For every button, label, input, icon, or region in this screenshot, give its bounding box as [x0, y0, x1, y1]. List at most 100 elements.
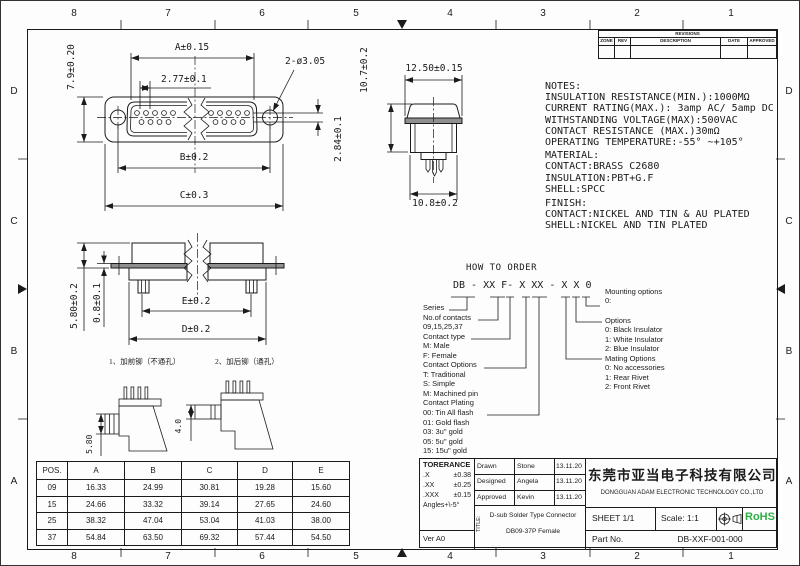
- mating-option-item: 2: Front Rivet: [605, 382, 651, 392]
- order-legend-line: 00: Tin All flash: [423, 408, 474, 418]
- sign-role: Drawn: [477, 463, 497, 470]
- material-line: INSULATION:PBT+G.F: [545, 172, 654, 184]
- grid-row-label: A: [785, 476, 793, 487]
- drawing-scale: Scale: 1:1: [661, 513, 699, 523]
- sign-name: Kevin: [517, 494, 535, 501]
- order-legend-line: T: Traditional: [423, 369, 466, 379]
- mounting-options-title: Mounting options: [605, 287, 663, 296]
- material-line: SHELL:SPCC: [545, 183, 606, 195]
- tolerance-value: ±0.25: [453, 482, 471, 489]
- grid-col-label: 7: [165, 8, 171, 19]
- sign-name: Angela: [517, 478, 539, 485]
- table-cell: 24.66: [67, 495, 125, 513]
- mating-options-title: Mating Options: [605, 354, 656, 363]
- profile-view-drawing: [77, 233, 285, 345]
- notes-title: NOTES:: [545, 81, 582, 92]
- table-cell: 38.00: [292, 512, 350, 530]
- table-cell: 54.84: [67, 528, 125, 546]
- material-title: MATERIAL:: [545, 150, 600, 162]
- order-legend-line: S: Simple: [423, 379, 456, 389]
- table-cell: 69.32: [181, 528, 238, 546]
- order-legend-line: M: Male: [423, 341, 450, 351]
- dim-label-side-height: 10.7±0.2: [359, 47, 371, 93]
- title-block: TORERANCE .X ±0.38 .XX ±0.25 .XXX ±0.15 …: [419, 458, 778, 549]
- grid-col-label: 6: [259, 8, 265, 19]
- grid-col-label: 3: [540, 551, 546, 562]
- drawing-title-line1: D-sub Solder Type Connector: [489, 512, 577, 519]
- dim-label-c: C±0.3: [179, 190, 209, 201]
- note-line: WITHSTANDING VOLTAGE(MAX):500VAC: [545, 114, 738, 126]
- note-line: CONTACT RESISTANCE (MAX.)30mΩ: [545, 125, 720, 137]
- grid-col-label: 6: [259, 551, 265, 562]
- mounting-option-item: 0:: [605, 296, 612, 306]
- dim-label-holes: 2-ø3.05: [285, 56, 326, 67]
- grid-col-label: 5: [353, 8, 359, 19]
- rivet-detail-drawings: [96, 380, 274, 456]
- option-item: 1: White Insulator: [605, 334, 664, 344]
- dim-label-pitch: 2.77±0.1: [161, 74, 207, 85]
- projection-symbol-icon: [718, 512, 742, 526]
- table-header-cell: B: [124, 461, 182, 480]
- order-code: DB - XX F- X XX - X X 0: [453, 280, 592, 291]
- grid-col-label: 2: [634, 551, 640, 562]
- order-legend-line: No.of contacts: [423, 312, 471, 322]
- tolerance-label: .X: [423, 472, 430, 479]
- dim-label-detail-right: 4.0: [173, 418, 183, 434]
- finish-title: FINISH:: [545, 198, 588, 210]
- table-header-cell: POS.: [36, 461, 68, 480]
- table-cell: 39.14: [181, 495, 238, 513]
- revision-col-header: DESCRIPTION: [631, 38, 721, 45]
- option-item: 2: Blue Insulator: [605, 344, 660, 354]
- dim-label-row-offset: 2.84±0.1: [333, 116, 345, 162]
- notes-block: NOTES: INSULATION RESISTANCE(MIN.):1000M…: [545, 81, 774, 232]
- grid-col-label: 4: [447, 8, 453, 19]
- table-cell: 57.44: [237, 528, 293, 546]
- rohs-badge: RoHS: [745, 511, 775, 523]
- front-view-drawing: [77, 53, 323, 211]
- grid-row-label: A: [10, 476, 18, 487]
- table-cell: 30.81: [181, 479, 238, 497]
- tolerance-value: ±0.38: [453, 472, 471, 479]
- table-header-cell: A: [67, 461, 125, 480]
- table-cell: 09: [36, 479, 68, 497]
- table-cell: 19.28: [237, 479, 293, 497]
- order-legend-line: Contact Plating: [423, 398, 474, 408]
- grid-col-label: 8: [71, 551, 77, 562]
- table-cell: 24.60: [292, 495, 350, 513]
- order-legend-line: 15: 15u" gold: [423, 446, 467, 456]
- table-cell: 63.50: [124, 528, 182, 546]
- drawing-title-line2: DB09-37P Female: [505, 528, 561, 535]
- dim-label-flange-thk: 0.8±0.1: [92, 282, 104, 324]
- dim-label-body: 10.8±0.2: [412, 198, 458, 209]
- finish-line: CONTACT:NICKEL AND TIN & AU PLATED: [545, 209, 750, 221]
- mounting-options-group: Mounting options 0:: [605, 287, 662, 306]
- dim-label-flange: 12.50±0.15: [405, 63, 463, 74]
- part-number-label: Part No.: [592, 534, 624, 544]
- revision-col-header: ZONE: [599, 38, 615, 45]
- sign-name: Stone: [517, 463, 535, 470]
- order-legend-line: 03: 3u" gold: [423, 427, 463, 437]
- grid-col-label: 2: [634, 8, 640, 19]
- order-legend-line: F: Female: [423, 350, 457, 360]
- order-code-legend: Series No.of contacts 09,15,25,37 Contac…: [423, 303, 478, 456]
- revision-table-title: REVISIONS: [675, 31, 700, 36]
- table-row: 09 16.33 24.99 30.81 19.28 15.60: [36, 479, 350, 497]
- finish-line: SHELL:NICKEL AND TIN PLATED: [545, 220, 708, 232]
- mating-option-item: 1: Rear Rivet: [605, 372, 649, 382]
- grid-col-label: 4: [447, 551, 453, 562]
- note-line: INSULATION RESISTANCE(MIN.):1000MΩ: [545, 92, 750, 104]
- table-cell: 47.04: [124, 512, 182, 530]
- dim-label-e: E±0.2: [181, 296, 211, 307]
- tolerance-angles: Angles+\-5°: [423, 502, 460, 509]
- option-item: 0: Black Insulator: [605, 325, 663, 335]
- grid-row-label: D: [785, 86, 793, 97]
- table-cell: 15: [36, 495, 68, 513]
- order-legend-line: 09,15,25,37: [423, 322, 463, 332]
- grid-row-label: C: [785, 216, 793, 227]
- dim-label-a: A±0.15: [174, 42, 210, 53]
- margin-ticks: [18, 20, 785, 557]
- grid-col-label: 5: [353, 551, 359, 562]
- grid-col-label: 7: [165, 551, 171, 562]
- tolerance-label: .XXX: [423, 492, 439, 499]
